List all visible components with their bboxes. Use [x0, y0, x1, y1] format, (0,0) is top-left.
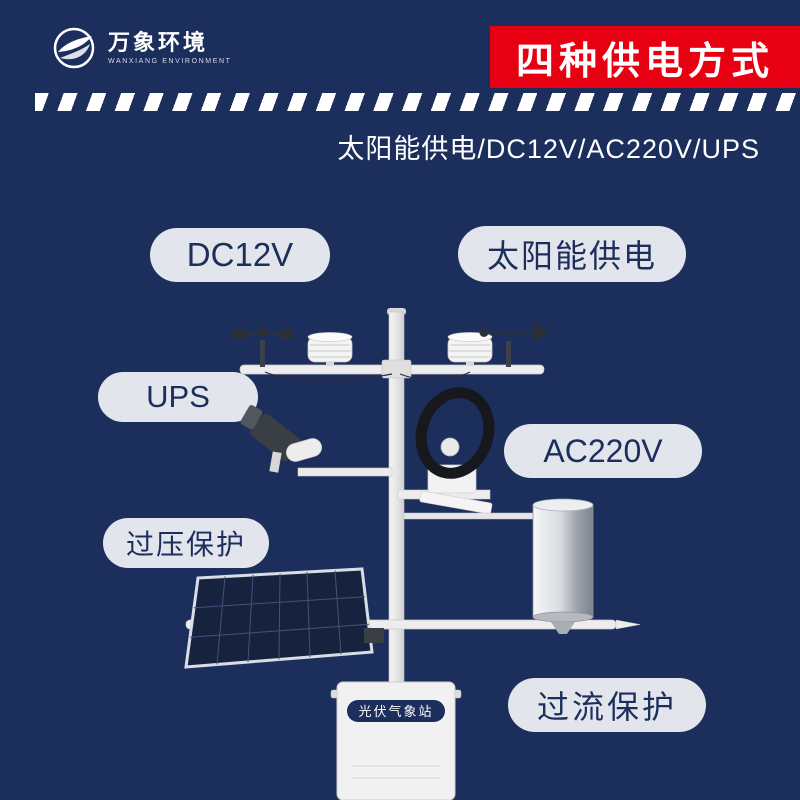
radiation-shield-icon — [447, 332, 493, 366]
subtitle: 太阳能供电/DC12V/AC220V/UPS — [337, 134, 760, 164]
sensor-crossarm — [239, 359, 545, 382]
cable — [399, 371, 471, 381]
brand-logo: 万象环境 WANXIANG ENVIRONMENT — [50, 24, 232, 72]
anemometer-icon — [232, 326, 294, 367]
label-overvoltage-protection: 过压保护 — [103, 518, 269, 568]
cable — [264, 371, 393, 382]
label-solar-power: 太阳能供电 — [458, 226, 686, 282]
rain-gauge-icon — [532, 498, 594, 634]
label-ups: UPS — [98, 372, 258, 422]
brand-name: 万象环境 WANXIANG ENVIRONMENT — [108, 29, 232, 66]
weather-station-illustration: 光伏气象站 — [0, 300, 800, 800]
hatched-divider — [35, 93, 800, 111]
solar-panel-icon — [184, 567, 384, 669]
control-box-label: 光伏气象站 — [358, 704, 433, 719]
globe-swirl-icon — [53, 27, 95, 69]
radiation-shield-icon — [307, 332, 353, 366]
brand-name-en: WANXIANG ENVIRONMENT — [108, 58, 232, 66]
wind-vane-icon — [479, 322, 548, 367]
gauge-bracket — [403, 512, 535, 520]
station-pole — [387, 308, 406, 800]
brand-name-cn: 万象环境 — [108, 29, 209, 55]
sun-tracker-assembly — [397, 387, 495, 515]
sensor-left-assembly — [240, 405, 393, 477]
label-dc12v: DC12V — [150, 228, 330, 282]
title-banner: 四种供电方式 — [490, 26, 800, 88]
label-ac220v: AC220V — [504, 424, 702, 478]
weather-station-svg: 光伏气象站 — [184, 308, 641, 800]
poster-title: 四种供电方式 — [515, 40, 774, 83]
control-box: 光伏气象站 — [330, 681, 462, 800]
label-overcurrent-protection: 过流保护 — [508, 678, 706, 732]
